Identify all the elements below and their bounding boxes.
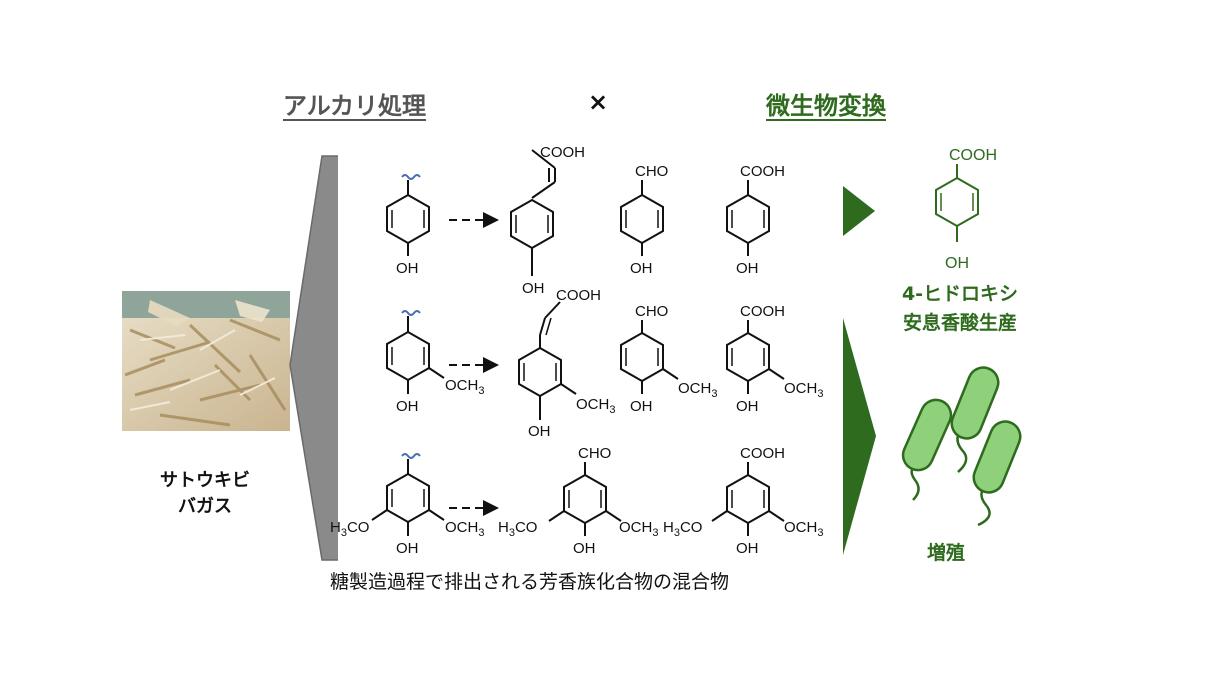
bacteria-icon [901, 366, 1022, 527]
row1-structures [386, 149, 770, 276]
svg-text:OH: OH [736, 540, 759, 557]
svg-text:CHO: CHO [635, 163, 668, 180]
row2-structures [386, 301, 785, 420]
svg-text:H3CO: H3CO [663, 519, 702, 539]
svg-text:CHO: CHO [635, 303, 668, 320]
product-cooh-label: COOH [949, 147, 997, 164]
product-oh-label: OH [945, 255, 969, 272]
row3-inner-bonds [391, 489, 765, 508]
svg-text:OCH3: OCH3 [784, 519, 823, 539]
svg-text:OCH3: OCH3 [619, 519, 658, 539]
bagasse-label: サトウキビ バガス [150, 468, 260, 520]
svg-text:H3CO: H3CO [330, 519, 369, 539]
svg-text:CHO: CHO [578, 445, 611, 462]
svg-text:OCH3: OCH3 [678, 380, 717, 400]
product-label: 4-ヒドロキシ 安息香酸生産 [880, 280, 1040, 338]
svg-text:OH: OH [528, 423, 551, 440]
bagasse-photo [122, 291, 290, 431]
svg-text:OCH3: OCH3 [445, 519, 484, 539]
row1-inner-bonds [391, 210, 765, 233]
green-arrow-large [843, 318, 876, 555]
svg-text:COOH: COOH [540, 144, 585, 161]
header-cross: × [588, 88, 609, 116]
svg-text:OH: OH [736, 260, 759, 277]
chem-labels: OH COOH OH CHO OH COOH OH OH OCH3 COOH O… [330, 144, 823, 557]
product-structure [935, 164, 979, 242]
product-label-line2: 安息香酸生産 [902, 312, 1017, 334]
bagasse-label-line2: バガス [178, 496, 232, 517]
header-microbial-conversion: 微生物変換 [766, 92, 886, 120]
svg-text:OCH3: OCH3 [784, 380, 823, 400]
bagasse-label-line1: サトウキビ [160, 470, 250, 491]
green-arrow-small [843, 186, 875, 236]
svg-text:OH: OH [736, 398, 759, 415]
header-alkali-treatment: アルカリ処理 [283, 92, 427, 120]
svg-text:OH: OH [630, 398, 653, 415]
growth-label: 増殖 [927, 542, 966, 564]
row3-structures [371, 453, 785, 536]
svg-text:COOH: COOH [740, 163, 785, 180]
mixture-caption: 糖製造過程で排出される芳香族化合物の混合物 [330, 571, 730, 593]
svg-text:COOH: COOH [740, 445, 785, 462]
svg-text:OH: OH [396, 260, 419, 277]
svg-text:OH: OH [630, 260, 653, 277]
svg-text:OCH3: OCH3 [576, 396, 615, 416]
svg-text:OH: OH [396, 540, 419, 557]
product-label-line1: 4-ヒドロキシ [901, 283, 1019, 305]
svg-text:OH: OH [573, 540, 596, 557]
svg-text:COOH: COOH [556, 287, 601, 304]
svg-text:H3CO: H3CO [498, 519, 537, 539]
svg-text:COOH: COOH [740, 303, 785, 320]
svg-text:OH: OH [522, 280, 545, 297]
bracket-left [289, 155, 338, 561]
svg-text:OCH3: OCH3 [445, 377, 484, 397]
row2-inner-bonds [391, 317, 765, 381]
svg-text:OH: OH [396, 398, 419, 415]
